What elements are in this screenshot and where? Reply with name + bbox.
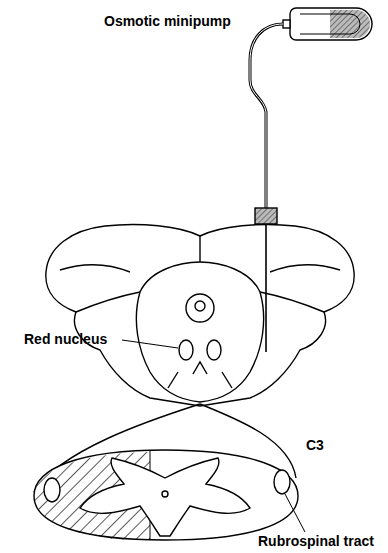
cannula xyxy=(265,224,267,352)
leader-line xyxy=(122,340,178,348)
spinal-cord-section xyxy=(34,450,298,540)
leader-line xyxy=(285,494,305,532)
level-label: C3 xyxy=(306,438,324,453)
device-label: Osmotic minipump xyxy=(104,14,231,29)
tract-label: Rubrospinal tract xyxy=(258,534,374,549)
brain-section xyxy=(46,224,354,406)
cannula-holder xyxy=(255,208,277,224)
catheter-tube xyxy=(250,24,283,210)
structure-label: Red nucleus xyxy=(24,332,107,347)
minipump xyxy=(283,8,372,40)
catheter-tube-lumen xyxy=(250,24,283,210)
